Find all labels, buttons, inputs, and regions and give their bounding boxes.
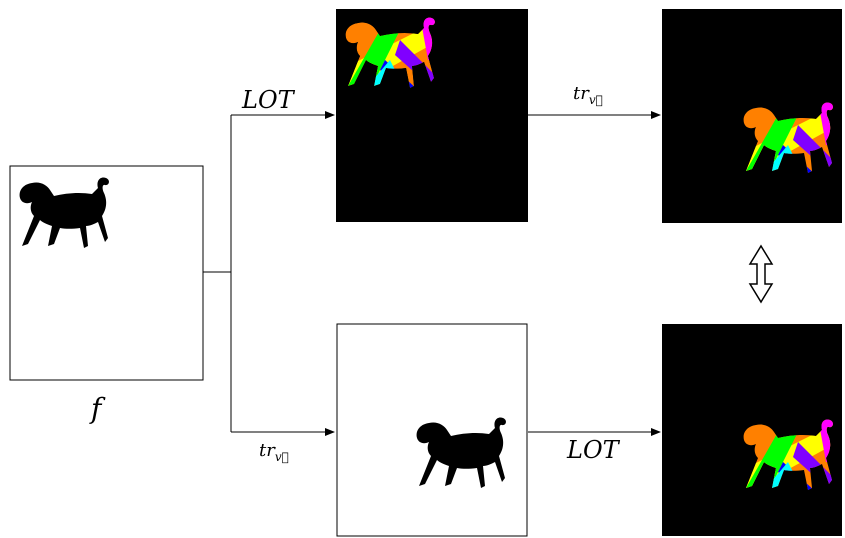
translate-top-label: trv⃗ xyxy=(573,83,603,107)
right-arrows xyxy=(528,111,661,436)
translate-top-op: tr xyxy=(573,83,590,104)
lot-panel-top-middle xyxy=(336,9,528,222)
translate-then-lot-panel xyxy=(662,324,842,536)
translate-top-subscript: v⃗ xyxy=(589,93,603,107)
branch-connector xyxy=(203,111,335,436)
input-panel xyxy=(9,165,204,381)
lot-then-translate-panel xyxy=(662,9,842,223)
input-function-label: f xyxy=(89,392,106,425)
lot-top-label: LOT xyxy=(241,86,296,114)
translate-bottom-subscript: v⃗ xyxy=(275,450,289,464)
lot-bottom-label: LOT xyxy=(566,436,621,464)
double-headed-vertical-arrow-icon xyxy=(748,244,774,304)
translate-bottom-op: tr xyxy=(259,440,276,461)
translated-panel-bottom-middle xyxy=(336,323,528,537)
translate-bottom-label: trv⃗ xyxy=(259,440,289,464)
